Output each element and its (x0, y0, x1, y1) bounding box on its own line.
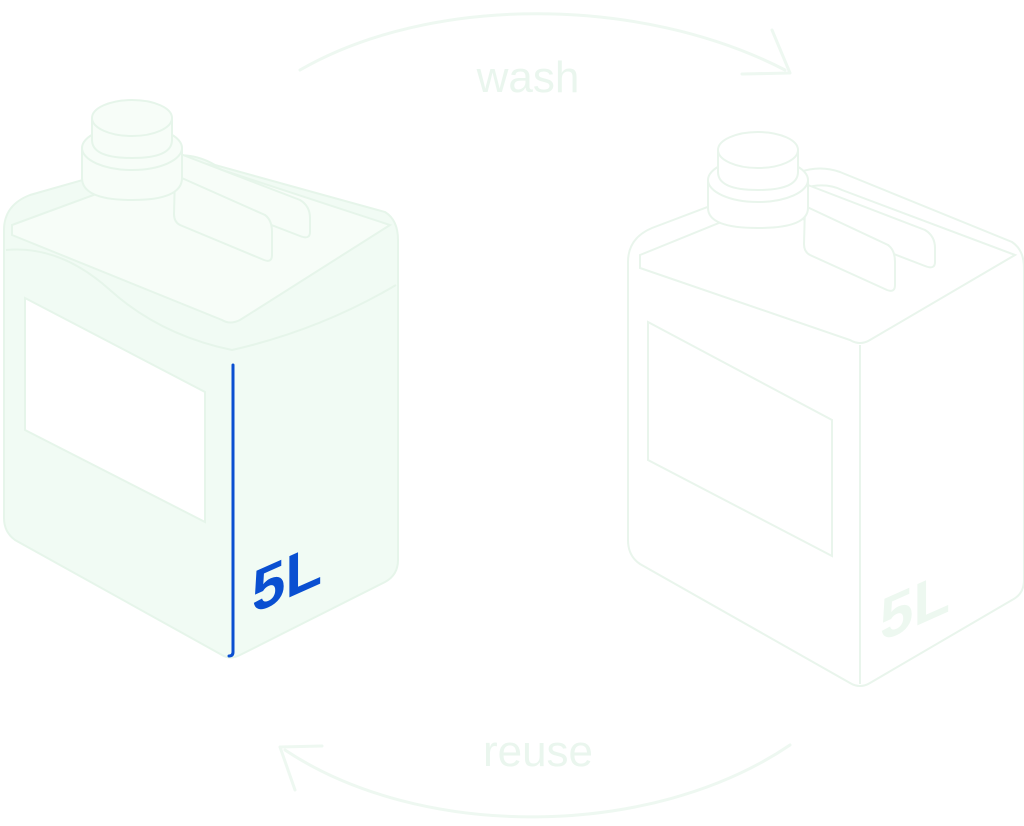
filled-container: 5L (3, 99, 399, 659)
filled-container-label-panel (24, 296, 206, 524)
empty-container-cap (707, 131, 809, 230)
curved-arrow-right-icon (298, 12, 792, 76)
filled-container-grip (172, 173, 273, 262)
empty-container-grip (802, 204, 896, 292)
empty-container-label-panel (647, 320, 833, 558)
curved-arrow-left-icon (278, 743, 792, 819)
filled-container-cap (81, 99, 183, 202)
filled-container-liquid-level (5, 248, 397, 352)
empty-container: 5L (627, 131, 1024, 687)
reuse-label: reuse (483, 727, 593, 776)
filled-container-edge-highlight (227, 363, 235, 658)
wash-label: wash (476, 53, 580, 102)
